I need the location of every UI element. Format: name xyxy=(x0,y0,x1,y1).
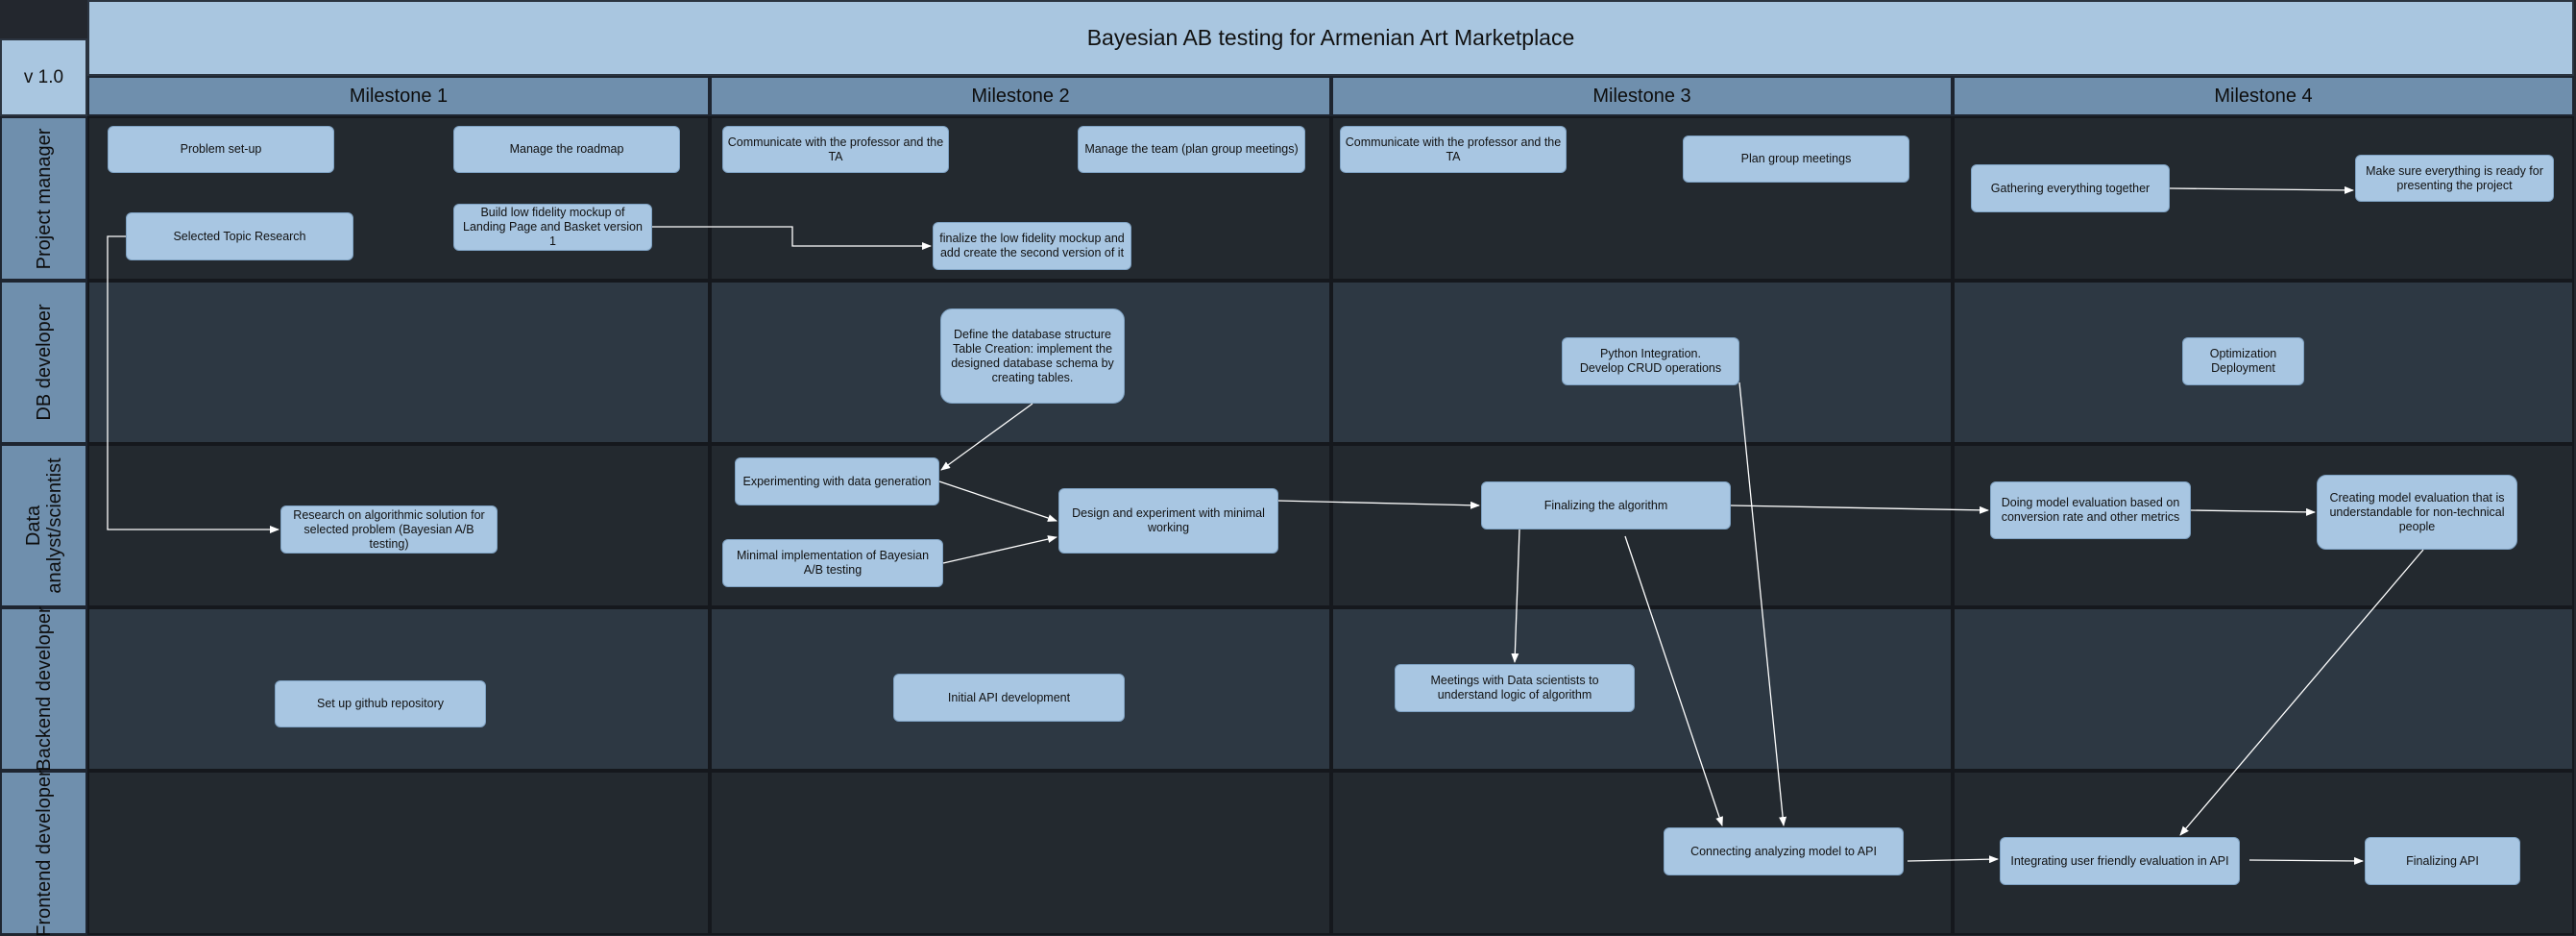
lane-label: DB developer xyxy=(33,304,55,421)
task-problem-setup[interactable]: Problem set-up xyxy=(108,126,334,173)
diagram-title: Bayesian AB testing for Armenian Art Mar… xyxy=(87,0,2574,76)
task-connecting-model[interactable]: Connecting analyzing model to API xyxy=(1664,827,1904,875)
task-db-structure[interactable]: Define the database structure Table Crea… xyxy=(940,308,1125,404)
lane-frontend-developer: Frontend developer xyxy=(0,769,87,936)
lane-label: Frontend developer xyxy=(33,769,55,936)
cell-db-m1 xyxy=(87,281,710,444)
task-finalizing-api[interactable]: Finalizing API xyxy=(2365,837,2520,885)
task-model-evaluation-nontech[interactable]: Creating model evaluation that is unders… xyxy=(2317,475,2517,550)
task-minimal-implementation[interactable]: Minimal implementation of Bayesian A/B t… xyxy=(722,539,943,587)
cell-fe-m1 xyxy=(87,771,710,935)
task-selected-topic-research[interactable]: Selected Topic Research xyxy=(126,212,353,260)
task-meetings-data-scientists[interactable]: Meetings with Data scientists to underst… xyxy=(1395,664,1635,712)
lane-project-manager: Project manager xyxy=(0,116,87,281)
task-ready-presenting[interactable]: Make sure everything is ready for presen… xyxy=(2355,155,2554,202)
task-gathering-together[interactable]: Gathering everything together xyxy=(1971,164,2170,212)
task-integrating-evaluation[interactable]: Integrating user friendly evaluation in … xyxy=(2000,837,2240,885)
lane-label: Data analyst/scientist xyxy=(22,457,65,594)
cell-be-m4 xyxy=(1953,607,2574,771)
lane-backend-developer: Backend developer xyxy=(0,606,87,772)
lane-db-developer: DB developer xyxy=(0,281,87,444)
task-manage-team[interactable]: Manage the team (plan group meetings) xyxy=(1078,126,1305,173)
task-optimization-deployment[interactable]: Optimization Deployment xyxy=(2182,337,2304,385)
task-manage-roadmap[interactable]: Manage the roadmap xyxy=(453,126,680,173)
milestone-3-header: Milestone 3 xyxy=(1331,76,1953,116)
task-finalize-mockup[interactable]: finalize the low fidelity mockup and add… xyxy=(933,222,1131,270)
milestone-4-header: Milestone 4 xyxy=(1953,76,2574,116)
task-data-generation[interactable]: Experimenting with data generation xyxy=(735,457,939,505)
task-plan-group-meetings[interactable]: Plan group meetings xyxy=(1683,135,1909,183)
lane-data-analyst: Data analyst/scientist xyxy=(0,444,87,607)
cell-fe-m2 xyxy=(710,771,1331,935)
milestone-1-header: Milestone 1 xyxy=(87,76,710,116)
task-communicate-professor-m3[interactable]: Communicate with the professor and the T… xyxy=(1340,126,1567,173)
task-finalizing-algorithm[interactable]: Finalizing the algorithm xyxy=(1481,481,1731,530)
task-design-experiment[interactable]: Design and experiment with minimal worki… xyxy=(1058,488,1278,554)
task-communicate-professor-m2[interactable]: Communicate with the professor and the T… xyxy=(722,126,949,173)
task-lowfi-mockup[interactable]: Build low fidelity mockup of Landing Pag… xyxy=(453,204,652,251)
milestone-2-header: Milestone 2 xyxy=(710,76,1331,116)
lane-label: Backend developer xyxy=(33,606,55,772)
task-python-integration[interactable]: Python Integration. Develop CRUD operati… xyxy=(1562,337,1739,385)
task-initial-api[interactable]: Initial API development xyxy=(893,674,1125,722)
task-research-algorithm[interactable]: Research on algorithmic solution for sel… xyxy=(280,505,498,554)
task-setup-github[interactable]: Set up github repository xyxy=(275,680,486,727)
version-label: v 1.0 xyxy=(0,38,87,116)
lane-label: Project manager xyxy=(33,128,55,269)
task-model-evaluation[interactable]: Doing model evaluation based on conversi… xyxy=(1990,481,2191,539)
